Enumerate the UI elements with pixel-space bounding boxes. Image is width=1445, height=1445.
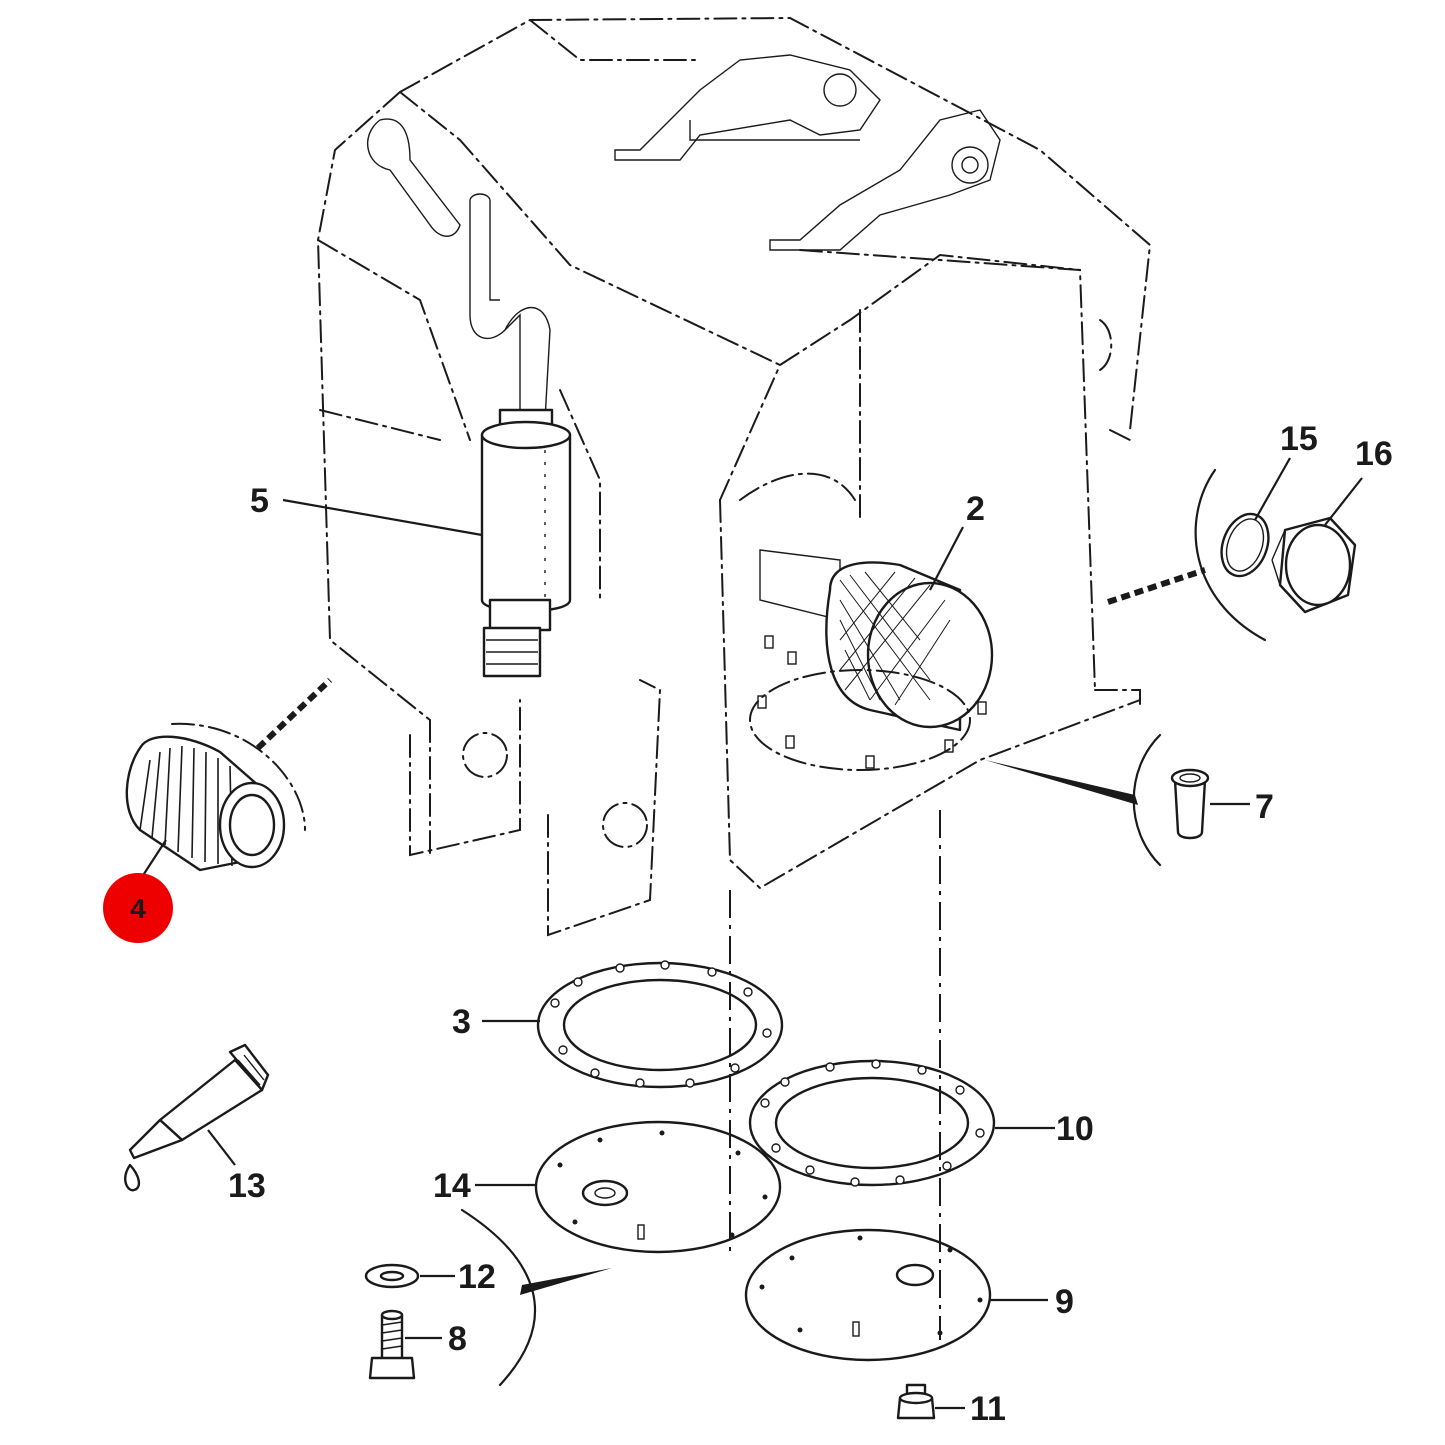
threaded-sleeve (1132, 733, 1210, 867)
bolt-8 (368, 1309, 416, 1380)
callout-14: 14 (433, 1167, 471, 1205)
callout-11: 11 (970, 1390, 1006, 1428)
callout-13: 13 (228, 1167, 266, 1205)
callout-3: 3 (452, 1003, 471, 1041)
callout-9: 9 (1055, 1283, 1074, 1321)
callout-15: 15 (1280, 420, 1318, 458)
callout-5: 5 (250, 482, 269, 520)
drain-plug-11 (896, 1383, 936, 1420)
washer-12 (364, 1263, 420, 1289)
return-filter-cartridge (480, 408, 572, 678)
callout-labels: 5 2 15 16 7 3 10 14 13 12 8 9 11 4 (103, 420, 1393, 1428)
callout-2: 2 (966, 490, 985, 528)
suction-strainer (125, 722, 306, 872)
breather-cap (749, 549, 994, 771)
callout-7: 7 (1255, 788, 1274, 826)
callout-16: 16 (1355, 435, 1393, 473)
cover-plate-14 (534, 1120, 782, 1254)
alignment-axes (729, 810, 941, 1340)
drain-plug-assembly (1194, 468, 1357, 642)
callout-4[interactable]: 4 (130, 893, 146, 924)
callout-4-highlight[interactable] (103, 873, 173, 943)
gasket-10 (748, 1059, 996, 1187)
callout-arrows (255, 567, 1206, 1387)
hydraulic-tank (316, 16, 1152, 937)
callout-10: 10 (1056, 1110, 1094, 1148)
leader-lines (139, 457, 1363, 1410)
gasket-3 (536, 960, 784, 1089)
callout-12: 12 (458, 1258, 496, 1296)
callout-8: 8 (448, 1320, 467, 1358)
sealant-tube (124, 1043, 270, 1192)
cover-plate-9 (744, 1228, 992, 1362)
